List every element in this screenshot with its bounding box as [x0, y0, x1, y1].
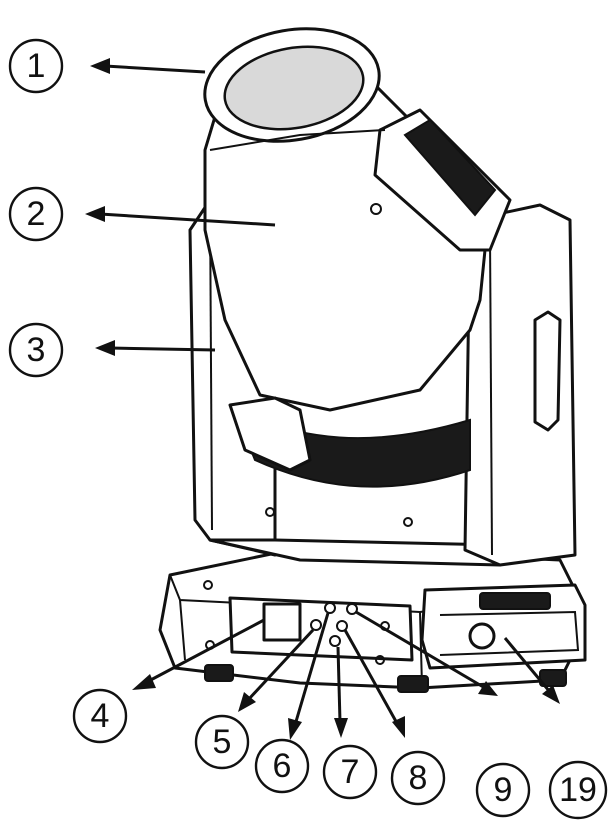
arrow-5 — [246, 628, 315, 702]
arrow-7 — [336, 646, 342, 723]
callout-5: 5 — [194, 714, 250, 770]
svg-text:5: 5 — [213, 723, 232, 761]
arrow-2 — [99, 212, 276, 227]
callout-6: 6 — [254, 738, 310, 794]
svg-text:2: 2 — [27, 195, 46, 233]
button-6 — [324, 602, 336, 614]
arrow-8 — [343, 629, 400, 726]
callouts: 1 2 3 4 5 6 7 8 — [8, 38, 608, 820]
handle-grip — [533, 310, 562, 432]
svg-text:6: 6 — [273, 747, 292, 785]
svg-text:4: 4 — [91, 697, 110, 735]
svg-text:1: 1 — [27, 47, 46, 85]
button-9 — [346, 603, 358, 615]
arrow-6 — [293, 612, 330, 726]
front-lens — [223, 45, 365, 131]
callout-3: 3 — [8, 322, 64, 378]
svg-text:7: 7 — [341, 753, 360, 791]
callout-1: 1 — [8, 38, 64, 94]
svg-text:9: 9 — [494, 771, 513, 809]
arrow-3 — [109, 346, 216, 352]
arrow-19 — [503, 637, 552, 693]
button-7 — [329, 635, 341, 647]
control-buttons — [310, 602, 358, 647]
svg-text:3: 3 — [27, 331, 46, 369]
lcd-display — [262, 602, 302, 642]
arrow-1 — [104, 64, 206, 74]
callout-7: 7 — [322, 744, 378, 800]
callout-9: 9 — [475, 762, 531, 818]
callout-19: 19 — [548, 760, 608, 820]
side-vent — [403, 118, 497, 217]
svg-text:19: 19 — [559, 771, 597, 809]
button-5 — [310, 619, 322, 631]
button-8 — [336, 620, 348, 632]
rear-connector-panel — [420, 583, 587, 670]
vent-grille — [479, 592, 551, 610]
callout-4: 4 — [72, 688, 128, 744]
power-connector — [468, 622, 496, 650]
leader-arrows — [85, 58, 560, 740]
head-underside — [228, 396, 471, 488]
foot-middle — [397, 675, 429, 693]
moving-head — [203, 27, 512, 412]
foot-left — [204, 664, 234, 682]
callout-8: 8 — [390, 750, 446, 806]
callout-2: 2 — [8, 186, 64, 242]
svg-text:8: 8 — [409, 759, 428, 797]
arrow-9 — [355, 610, 486, 690]
arrow-4 — [144, 618, 265, 685]
